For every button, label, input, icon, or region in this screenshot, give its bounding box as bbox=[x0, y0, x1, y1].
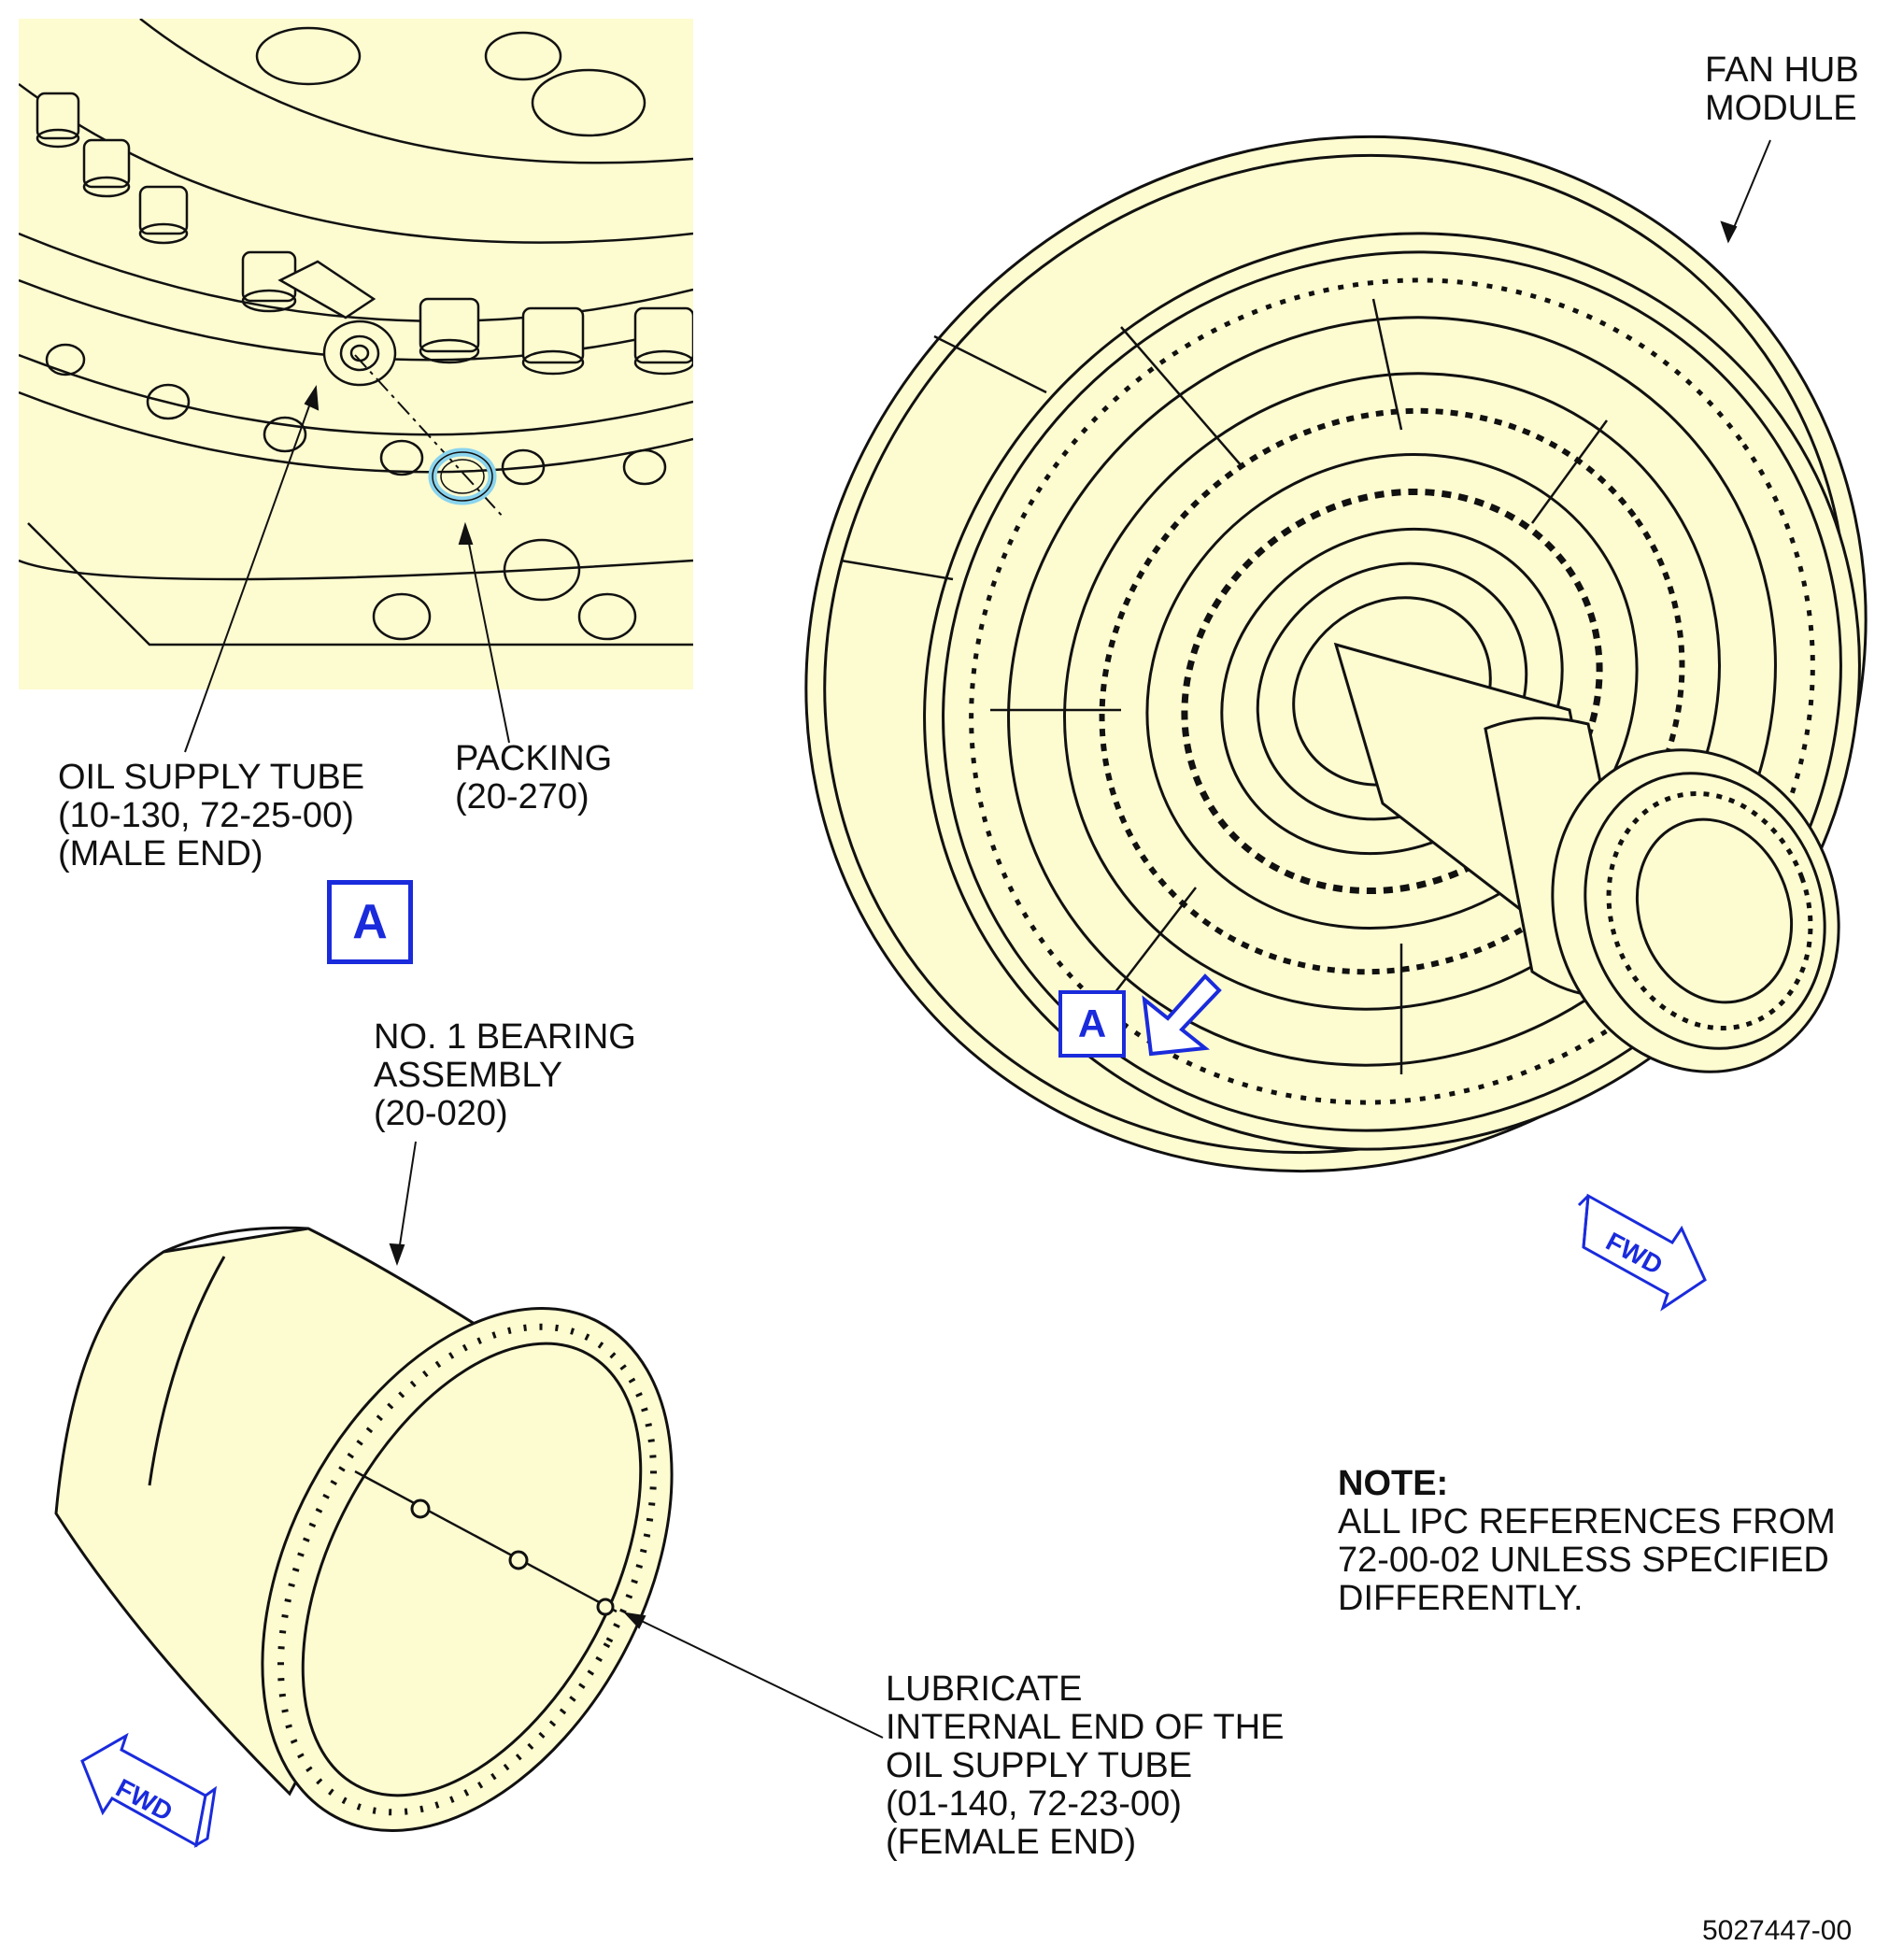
label-line: INTERNAL END OF THE bbox=[886, 1708, 1285, 1747]
figure-number: 5027447-00 bbox=[1702, 1915, 1853, 1946]
label-line: FAN HUB bbox=[1705, 50, 1859, 90]
oil-supply-tube-male-end bbox=[277, 260, 397, 387]
note-line: ALL IPC REFERENCES FROM bbox=[1338, 1502, 1836, 1541]
bolt-heads bbox=[36, 92, 693, 376]
label-line: OIL SUPPLY TUBE bbox=[58, 758, 365, 797]
flange-holes bbox=[45, 343, 667, 641]
note-line: 72-00-02 UNLESS SPECIFIED bbox=[1338, 1541, 1829, 1580]
label-line: OIL SUPPLY TUBE bbox=[886, 1746, 1193, 1785]
bearing-assembly-label: NO. 1 BEARING ASSEMBLY (20-020) bbox=[374, 1018, 636, 1133]
view-a-arrow-icon bbox=[1142, 973, 1222, 1057]
note-heading: NOTE: bbox=[1338, 1464, 1449, 1503]
label-line: PACKING bbox=[455, 739, 613, 778]
bearing-assembly bbox=[54, 1226, 674, 1832]
label-line: (01-140, 72-23-00) bbox=[886, 1784, 1182, 1824]
label-line: ASSEMBLY bbox=[374, 1056, 563, 1095]
oil-supply-tube-male-label: OIL SUPPLY TUBE (10-130, 72-25-00) (MALE… bbox=[58, 759, 364, 873]
fwd-arrow-right-icon bbox=[1577, 1193, 1707, 1312]
view-a-label-detail: A bbox=[327, 880, 413, 964]
detail-a-view bbox=[19, 19, 693, 689]
label-line: (20-020) bbox=[374, 1094, 508, 1133]
label-line: (20-270) bbox=[455, 777, 589, 817]
leader-lines bbox=[184, 139, 1771, 1739]
note-line: DIFFERENTLY. bbox=[1338, 1579, 1584, 1618]
label-line: MODULE bbox=[1705, 89, 1857, 128]
fan-hub-module-label: FAN HUB MODULE bbox=[1705, 51, 1859, 128]
packing-label: PACKING (20-270) bbox=[455, 740, 612, 817]
note-block: NOTE: ALL IPC REFERENCES FROM 72-00-02 U… bbox=[1338, 1465, 1836, 1618]
label-line: NO. 1 BEARING bbox=[374, 1017, 636, 1057]
fan-hub-module bbox=[804, 135, 1868, 1172]
label-line: (MALE END) bbox=[58, 834, 263, 873]
lubricate-label: LUBRICATE INTERNAL END OF THE OIL SUPPLY… bbox=[886, 1670, 1285, 1862]
label-line: (FEMALE END) bbox=[886, 1823, 1137, 1862]
view-a-label-hub: A bbox=[1058, 990, 1126, 1058]
label-line: LUBRICATE bbox=[886, 1669, 1083, 1709]
label-line: (10-130, 72-25-00) bbox=[58, 796, 354, 835]
fwd-arrow-left-icon bbox=[80, 1732, 218, 1848]
